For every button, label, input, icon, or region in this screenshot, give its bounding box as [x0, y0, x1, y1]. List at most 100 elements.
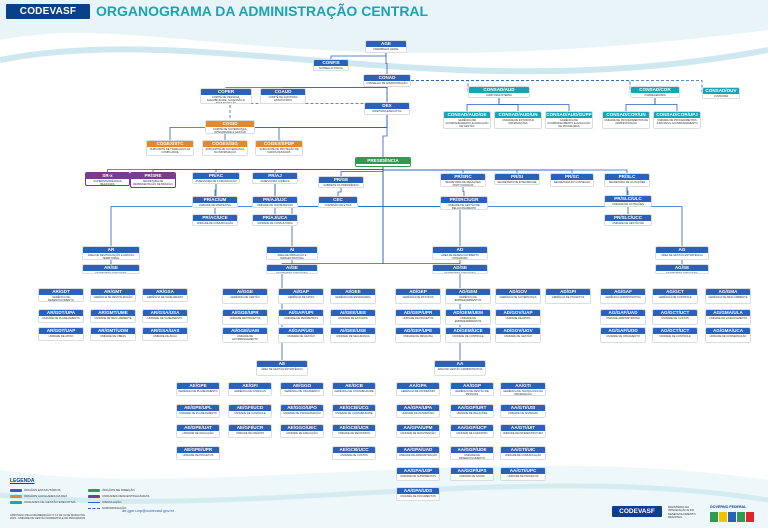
approval-footnote: APROVADO PELA DELIBERAÇÃO Nº 13 DE 31 DE…: [10, 514, 86, 520]
org-unit-desc: UNIDADE DE DESENVOLVIMENTO: [459, 453, 485, 460]
org-unit-desc: GERÊNCIA DE GESTÃO: [230, 295, 260, 299]
org-unit-desc: SECRETARIA DE LICITAÇÕES: [608, 180, 646, 184]
org-unit-code: AE/GGO: [281, 383, 323, 389]
org-unit-code: PR/AC/UCE: [193, 215, 237, 221]
org-unit-code: AG/GAF/UOD: [601, 328, 645, 334]
org-unit-desc: UNIDADE DE APOIO: [48, 334, 74, 338]
gov-federal-label: GOVERNO FEDERAL: [710, 505, 747, 509]
org-unit-desc: UNIDADE DE PLANEJAMENTO: [42, 316, 80, 320]
org-unit-desc: UNIDADE DE MEIO AMBIENTE: [94, 316, 132, 320]
org-unit-desc: SUPERINTENDÊNCIAS REGIONAIS: [93, 179, 122, 186]
org-unit-code: AD/GEP/UPE: [396, 328, 440, 334]
org-unit-desc: UNIDADE DE OBRAS: [100, 334, 126, 338]
legend-item-descentralizadas: UNIDADES DESCENTRALIZADAS: [88, 494, 149, 498]
org-unit-desc: SECRETARIA DO CONSELHO: [553, 180, 591, 184]
connector-ags-conad: [385, 53, 388, 74]
org-unit-code: AR/GSA: [143, 289, 187, 295]
org-unit-desc: CORREGEDORIA: [644, 93, 666, 97]
org-unit-code: AA/GTI/UIC: [501, 447, 545, 453]
org-unit-code: AA/GTI/UPC: [501, 468, 545, 474]
org-unit-code: AA: [435, 361, 485, 367]
org-unit-code: AI: [267, 247, 317, 253]
org-unit-code: PR/GE: [319, 177, 363, 183]
ministry-name: MINISTÉRIO DA INTEGRAÇÃO E DO DESENVOLVI…: [668, 505, 696, 519]
org-unit-code: CONSAD/AUD/GE: [444, 112, 490, 118]
org-unit-code: AR/SE: [83, 265, 139, 271]
org-unit-code: CONSAD/AUD/GUPP: [546, 112, 592, 118]
org-unit-code: AG/GCT/UCT: [653, 328, 697, 334]
legend-item-subordinacao: SUBORDINAÇÃO: [88, 506, 126, 510]
org-unit-code: AI/GEE: [331, 289, 375, 295]
org-unit-code: AD/SE: [433, 265, 487, 271]
org-unit-code: SR-x: [86, 173, 129, 179]
org-unit-code: AA/GGP/URT: [451, 405, 493, 411]
org-unit-code: AG/GMA/UCA: [706, 328, 750, 334]
org-unit-code: AE/GPE/UPL: [177, 405, 219, 411]
org-unit-desc: COMISSÃO DE ÉTICA: [324, 203, 352, 207]
org-unit-desc: UNIDADE DE CONSERVAÇÃO: [709, 334, 747, 338]
org-unit-desc: UNIDADE DE RELAÇÕES: [456, 411, 488, 415]
org-unit-code: AI/GGE/UPR: [223, 310, 267, 316]
org-unit-code: AA/GGP/UPS: [451, 468, 493, 474]
org-unit-desc: UNIDADE DE PROJETOS: [182, 453, 214, 457]
org-unit-code: PR/AC/UM: [193, 197, 237, 203]
org-unit-desc: GERÊNCIA DE TECNOLOGIA DA INFORMAÇÃO: [503, 389, 543, 396]
org-unit-desc: UNIDADE DE PESQUISA: [403, 334, 433, 338]
org-unit-desc: ASSESSORIA JURÍDICA: [260, 179, 290, 183]
org-unit-code: AG/GMA/ULA: [706, 310, 750, 316]
org-unit-code: AG/GCT: [653, 289, 697, 295]
contact-email[interactable]: ae.gpe.unp@codevasf.gov.br: [122, 508, 175, 513]
org-unit-desc: UNIDADE DE CRÉDITO: [235, 431, 265, 435]
org-unit-code: AD/GPI: [546, 289, 590, 295]
org-unit-desc: SUBCOMITÊ DE TRABALHOS DA COMPLIANCE: [149, 147, 191, 154]
org-unit-desc: UNIDADE DE REGISTROS: [338, 431, 370, 435]
org-unit-code: AI/GEE/USE: [331, 328, 375, 334]
org-unit-code: AA/GTI/USI: [501, 405, 545, 411]
org-unit-desc: SUBCOMITÊ DE PROTEÇÃO DE DADOS PESSOAIS: [259, 147, 299, 154]
connector-prge-cec: [337, 188, 342, 196]
org-unit-desc: UNIDADE DE EXECUÇÃO: [286, 431, 318, 435]
legend-title: LEGENDA: [10, 478, 35, 484]
legend-item-estatutarios: ÓRGÃOS ESTATUTÁRIOS: [10, 488, 61, 492]
org-unit-code: COGEX/SPDP: [256, 141, 302, 147]
org-unit-desc: UNIDADE DE CUSTOS: [661, 316, 689, 320]
org-unit-code: AR/GMT/UOM: [91, 328, 135, 334]
org-unit-code: AR/GMT: [91, 289, 135, 295]
org-unit-desc: SECRETARIA DE REPRESENTAÇÃO DE BRASÍLIA: [133, 179, 173, 186]
org-unit-desc: UNIDADE DE CUSTOS: [340, 453, 368, 457]
org-unit-desc: UNIDADE DE COMUNICAÇÃO: [504, 453, 542, 457]
org-unit-code: AI/GAP/UPI: [279, 310, 323, 316]
